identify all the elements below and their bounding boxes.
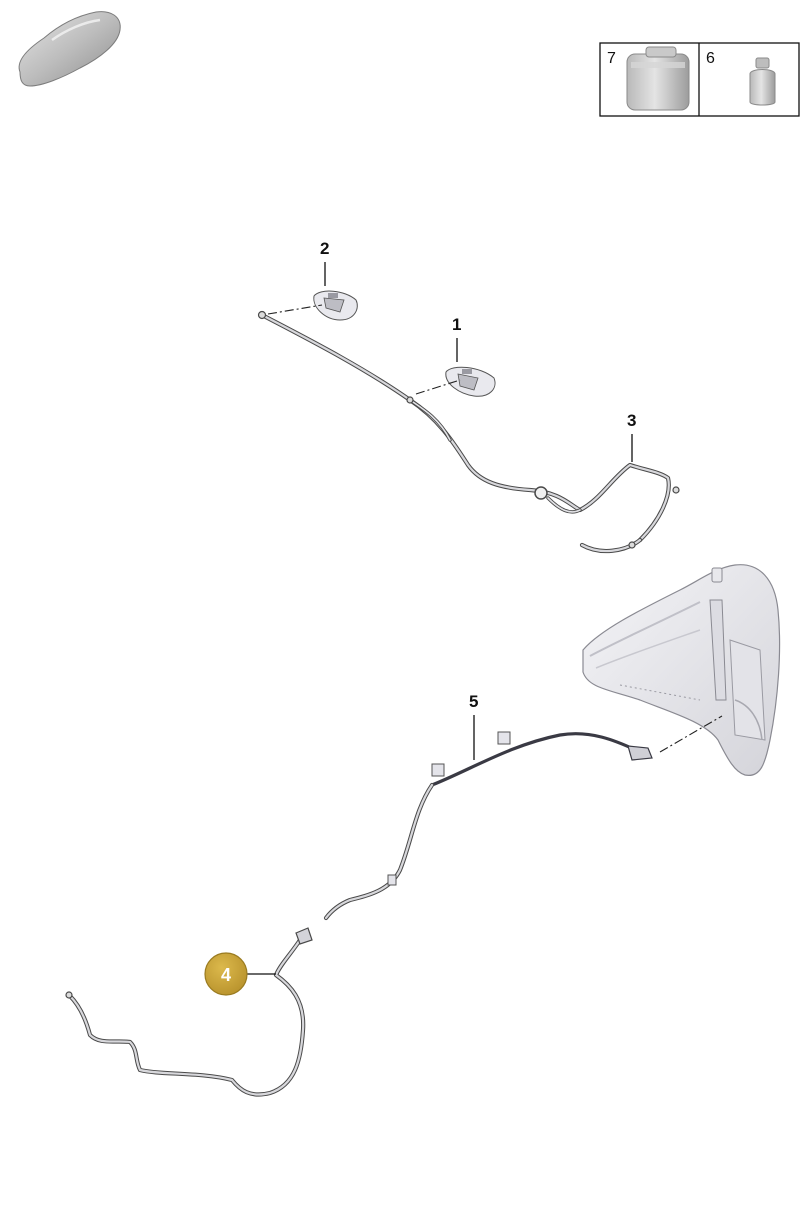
inset-number-7: 7: [607, 50, 616, 67]
middle-hose-assembly: [323, 731, 653, 921]
canister-icon: [626, 46, 690, 111]
reservoir-assembly-line: [659, 715, 723, 753]
callout-5[interactable]: 5: [469, 692, 478, 760]
callout-1[interactable]: 1: [452, 315, 461, 362]
washer-nozzle-1[interactable]: [445, 366, 496, 397]
lower-hose-assembly: [65, 927, 313, 1097]
highlight-badge: [204, 952, 248, 996]
callout-number-3: 3: [627, 411, 636, 430]
inset-number-6: 6: [706, 50, 715, 67]
bottle-icon: [749, 57, 776, 106]
callout-number-1: 1: [452, 315, 461, 334]
nozzle-2-assembly-line: [267, 304, 323, 315]
consumables-inset: 7 6: [599, 42, 800, 117]
callout-number-5: 5: [469, 692, 478, 711]
upper-hose-assembly: [257, 310, 680, 554]
callout-3[interactable]: 3: [627, 411, 636, 462]
inset-item-7[interactable]: 7: [607, 46, 690, 111]
washer-nozzle-2[interactable]: [313, 290, 358, 321]
nozzle-1-assembly-line: [415, 379, 461, 395]
callout-number-2: 2: [320, 239, 329, 258]
callout-number-4: 4: [221, 965, 231, 985]
callout-2[interactable]: 2: [320, 239, 329, 286]
washer-fluid-reservoir: [582, 564, 781, 776]
car-silhouette-icon: [18, 11, 121, 87]
callout-4-highlighted[interactable]: 4: [204, 952, 276, 996]
inset-item-6[interactable]: 6: [706, 50, 776, 106]
